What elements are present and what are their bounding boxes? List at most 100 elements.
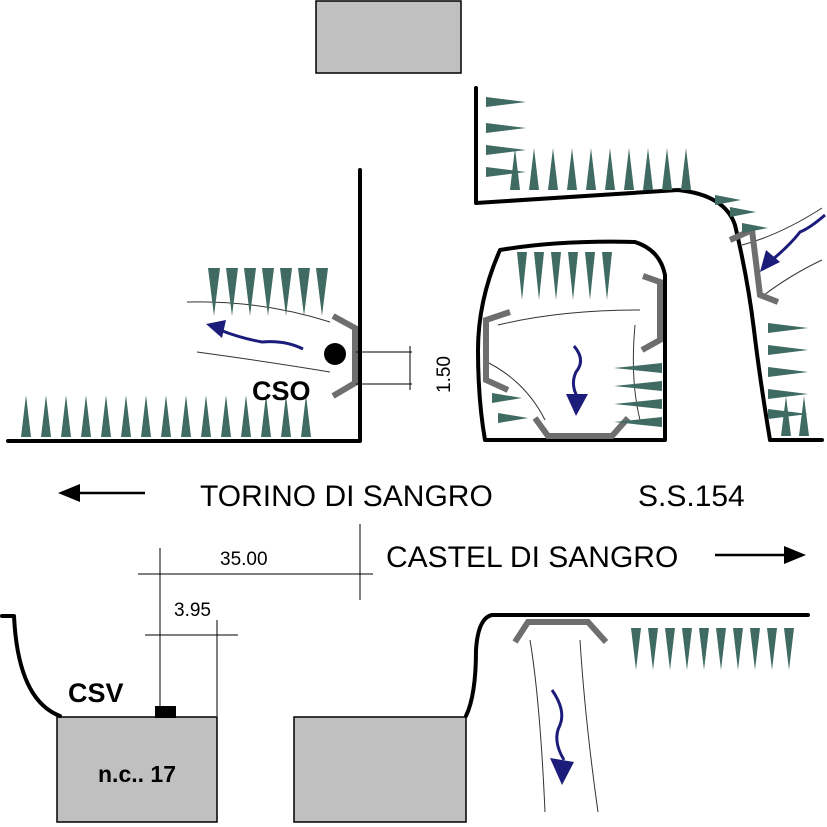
dimension-width-left xyxy=(145,620,238,716)
dimension-label-total: 35.00 xyxy=(220,549,268,570)
grass-mark xyxy=(648,628,658,670)
island-inner-line-c xyxy=(632,324,641,421)
grass-mark xyxy=(614,399,662,409)
flow-arrow-cso xyxy=(206,320,304,351)
ditch-cso-lower xyxy=(196,351,331,373)
road-edge-bottom-left xyxy=(0,614,62,718)
grass-mark xyxy=(492,393,522,403)
grass-mark xyxy=(498,413,528,423)
flow-arrow-right xyxy=(760,213,826,272)
label-castel: CASTEL DI SANGRO xyxy=(386,541,678,574)
central-island xyxy=(476,239,667,442)
grass-mark xyxy=(605,148,615,190)
flow-arrow-island xyxy=(566,345,588,416)
grass-mark xyxy=(682,628,692,670)
grass-mark xyxy=(121,395,131,437)
grass-mark xyxy=(21,395,31,437)
grass-mark xyxy=(586,148,596,190)
grass-mark xyxy=(768,367,808,377)
grass-mark xyxy=(181,395,191,437)
grass-mark xyxy=(681,148,691,190)
grass-mark xyxy=(631,628,641,670)
road-edge-top-left xyxy=(6,168,362,443)
arrow-right-direction xyxy=(715,546,806,564)
culvert-island-bottom xyxy=(532,416,631,439)
grass-mark xyxy=(281,395,291,437)
building-bottom-middle xyxy=(293,716,467,823)
grass-mark xyxy=(614,363,662,373)
grass-mark xyxy=(781,396,791,436)
culvert-cso xyxy=(331,313,358,399)
grass-mark xyxy=(280,268,292,316)
grass-mark xyxy=(602,252,612,300)
grass-mark xyxy=(41,395,51,437)
grass-mark xyxy=(534,252,544,300)
grass-mark xyxy=(733,628,743,670)
grass-mark xyxy=(548,148,558,190)
grass-mark xyxy=(799,396,809,436)
ditch-cso-upper xyxy=(186,301,331,323)
grass-mark xyxy=(486,123,526,133)
grass-mark xyxy=(742,223,768,233)
island-inner-line-a xyxy=(497,309,641,326)
grass-mark xyxy=(614,381,662,391)
ditch-right-lower xyxy=(759,259,823,299)
ditch-right-upper xyxy=(741,207,823,246)
grass-mark xyxy=(624,148,634,190)
grass-mark xyxy=(715,195,741,205)
label-csv: CSV xyxy=(68,678,124,708)
grass-mark xyxy=(486,145,526,155)
grass-mark xyxy=(665,628,675,670)
grass-mark xyxy=(699,628,709,670)
grass-mark xyxy=(614,417,662,427)
grass-mark xyxy=(529,148,539,190)
grass-mark xyxy=(221,395,231,437)
label-road-code: S.S.154 xyxy=(638,480,745,513)
grass-mark xyxy=(486,167,526,177)
cso-point xyxy=(324,343,346,365)
grass-mark xyxy=(567,148,577,190)
grass-mark xyxy=(61,395,71,437)
grass-mark xyxy=(241,395,251,437)
island-inner-line-b xyxy=(482,359,546,421)
grass-mark xyxy=(261,395,271,437)
grass-mark xyxy=(784,628,794,670)
grass-mark xyxy=(662,148,672,190)
grass-mark xyxy=(716,628,726,670)
ditch-bottom-right-bank xyxy=(579,639,599,813)
culvert-island-left xyxy=(483,309,511,393)
culvert-island-right xyxy=(640,273,663,353)
grass-mark xyxy=(244,268,256,316)
grass-mark xyxy=(161,395,171,437)
grass-mark xyxy=(768,345,808,355)
grass-mark xyxy=(226,268,238,316)
grass-mark xyxy=(585,252,595,300)
grass-mark xyxy=(141,395,151,437)
grass-mark xyxy=(316,268,328,316)
building-nc17 xyxy=(56,716,218,823)
grass-mark xyxy=(262,268,274,316)
label-house-number: n.c.. 17 xyxy=(98,761,176,787)
grass-mark xyxy=(101,395,111,437)
grass-mark xyxy=(730,207,756,217)
grass-mark xyxy=(551,252,561,300)
grass-mark xyxy=(81,395,91,437)
arrow-left-direction xyxy=(58,484,145,502)
grass-mark xyxy=(486,97,526,107)
label-torino: TORINO DI SANGRO xyxy=(200,480,493,513)
culvert-right xyxy=(728,225,780,305)
label-cso: CSO xyxy=(252,376,311,406)
road-edge-top-right xyxy=(474,86,824,442)
road-edge-bottom-right xyxy=(464,613,810,718)
grass-mark xyxy=(768,389,808,399)
grass-mark xyxy=(643,148,653,190)
grass-mark xyxy=(201,395,211,437)
grass-mark xyxy=(768,323,808,333)
vegetation-layer xyxy=(21,97,809,670)
csv-marker xyxy=(155,706,176,718)
grass-mark xyxy=(568,252,578,300)
building-top xyxy=(315,0,462,74)
grass-mark xyxy=(208,268,220,316)
grass-mark xyxy=(767,628,777,670)
